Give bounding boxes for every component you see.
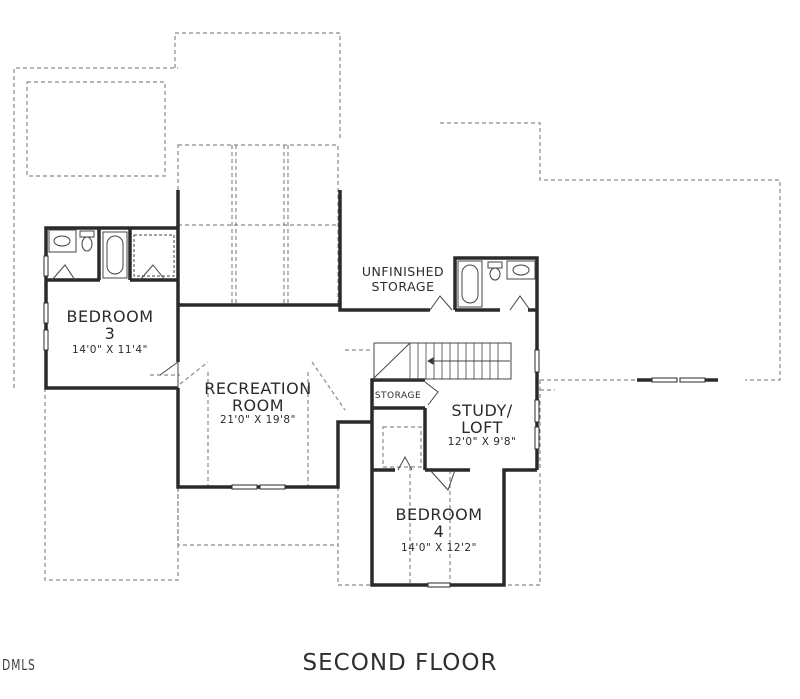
room-dimensions: 14'0" X 12'2": [401, 542, 477, 554]
watermark: DMLS: [2, 656, 36, 674]
room-dimensions: 14'0" X 11'4": [72, 344, 148, 356]
room-label-storage: STORAGE: [374, 391, 422, 401]
room-name-line2: LOFT: [461, 418, 503, 437]
room-label-bedroom-3: BEDROOM 3 14'0" X 11'4": [55, 308, 165, 356]
room-name: BEDROOM: [395, 505, 483, 524]
room-label-unfinished-storage: UNFINISHED STORAGE: [348, 264, 458, 294]
room-name: BEDROOM: [66, 307, 154, 326]
room-name: UNFINISHED: [361, 264, 445, 279]
room-label-bedroom-4: BEDROOM 4 14'0" X 12'2": [382, 506, 496, 554]
room-label-study-loft: STUDY/ LOFT 12'0" X 9'8": [432, 402, 532, 448]
room-dimensions: 12'0" X 9'8": [447, 436, 517, 448]
windows: [43, 255, 706, 588]
room-number: 4: [433, 522, 445, 541]
room-number: 3: [104, 324, 116, 343]
room-dimensions: 21'0" X 19'8": [220, 414, 296, 426]
fixtures: [48, 229, 536, 491]
room-name-line2: STORAGE: [371, 279, 435, 294]
room-name: STUDY/: [451, 401, 513, 420]
room-name: RECREATION: [204, 379, 312, 398]
floor-title: SECOND FLOOR: [302, 650, 498, 676]
dashed-outlines: [13, 32, 781, 586]
walls: [44, 190, 718, 587]
room-label-recreation-room: RECREATION ROOM 21'0" X 19'8": [188, 380, 328, 426]
room-name-line2: ROOM: [231, 396, 285, 415]
